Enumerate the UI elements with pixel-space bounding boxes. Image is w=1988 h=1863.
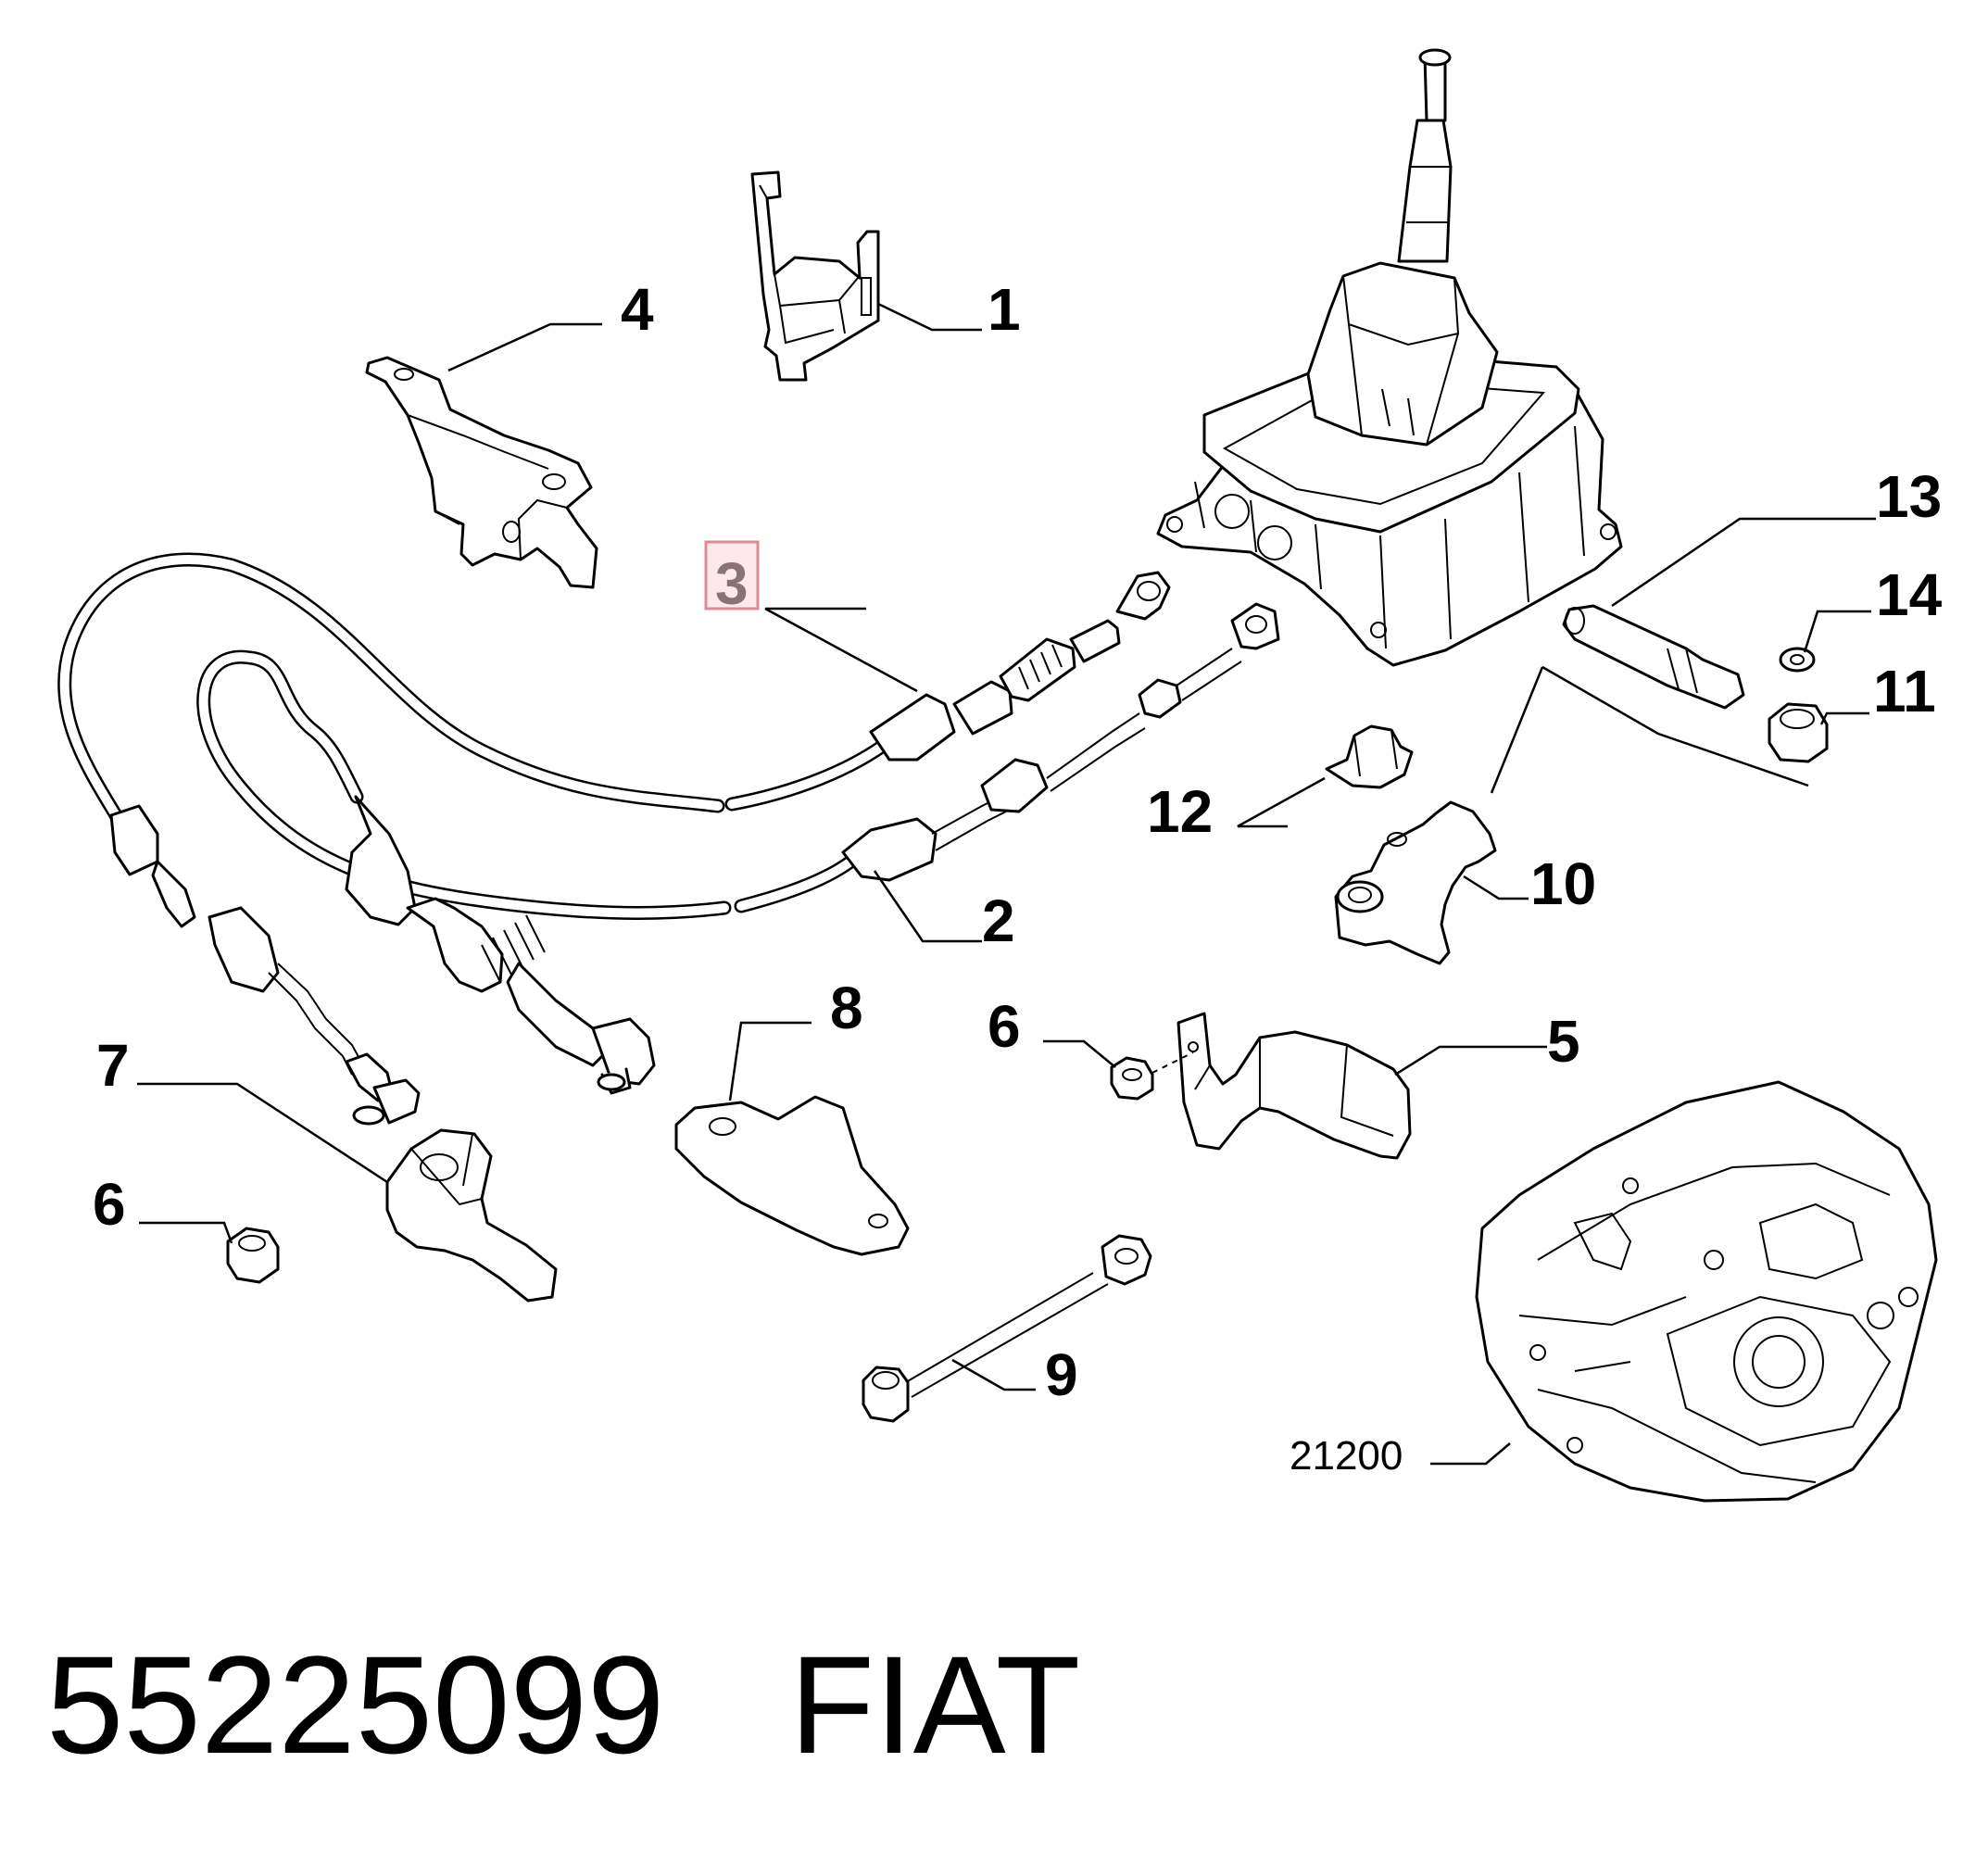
part-7-bracket bbox=[385, 1128, 558, 1303]
callout-5[interactable]: 5 bbox=[1547, 1008, 1580, 1075]
leader-lines bbox=[137, 302, 1876, 1466]
part-9-link-rod bbox=[862, 1234, 1152, 1423]
part-14-washer bbox=[1779, 647, 1816, 673]
part-2-cable bbox=[196, 602, 1280, 1095]
part-8-plate bbox=[674, 1095, 910, 1256]
callout-2[interactable]: 2 bbox=[982, 887, 1015, 954]
callout-1[interactable]: 1 bbox=[988, 276, 1021, 343]
callout-6-upper[interactable]: 6 bbox=[988, 993, 1021, 1060]
callout-6-lower[interactable]: 6 bbox=[93, 1171, 126, 1238]
callout-14[interactable]: 14 bbox=[1876, 561, 1943, 628]
callout-8[interactable]: 8 bbox=[830, 975, 863, 1041]
part-3-cable bbox=[57, 552, 1171, 1126]
callout-9[interactable]: 9 bbox=[1045, 1341, 1078, 1408]
part-6-nut-lower bbox=[226, 1227, 280, 1284]
part-10-lever bbox=[1334, 800, 1497, 965]
part-1-clip-bracket bbox=[750, 170, 880, 382]
callout-3[interactable]: 3 bbox=[715, 550, 749, 617]
part-number: 55225099 bbox=[46, 1627, 665, 1782]
part-13-pin bbox=[1562, 604, 1745, 710]
part-6-nut-upper bbox=[1110, 1051, 1194, 1101]
callout-11[interactable]: 11 bbox=[1873, 658, 1936, 724]
part-4-bracket bbox=[365, 356, 598, 589]
callout-10[interactable]: 10 bbox=[1530, 850, 1596, 917]
callout-7[interactable]: 7 bbox=[96, 1032, 130, 1099]
brand-name: FIAT bbox=[789, 1627, 1081, 1782]
part-11-nut bbox=[1768, 702, 1829, 763]
part-5-bracket bbox=[1176, 1012, 1412, 1160]
callout-4[interactable]: 4 bbox=[621, 276, 654, 343]
exploded-parts-diagram: 1 2 3 4 5 6 6 7 8 9 10 11 12 13 14 21200 bbox=[57, 48, 1943, 1503]
gear-shifter-assembly bbox=[1156, 48, 1623, 667]
gearbox-reference-21200 bbox=[1475, 1080, 1938, 1503]
part-12-bush bbox=[1325, 724, 1414, 789]
callout-3-highlight-box bbox=[704, 540, 760, 611]
callout-13[interactable]: 13 bbox=[1876, 463, 1942, 530]
callout-ref-21200[interactable]: 21200 bbox=[1290, 1433, 1403, 1479]
callout-12[interactable]: 12 bbox=[1147, 778, 1213, 845]
callout-labels: 1 2 3 4 5 6 6 7 8 9 10 11 12 13 14 21200 bbox=[93, 276, 1943, 1479]
